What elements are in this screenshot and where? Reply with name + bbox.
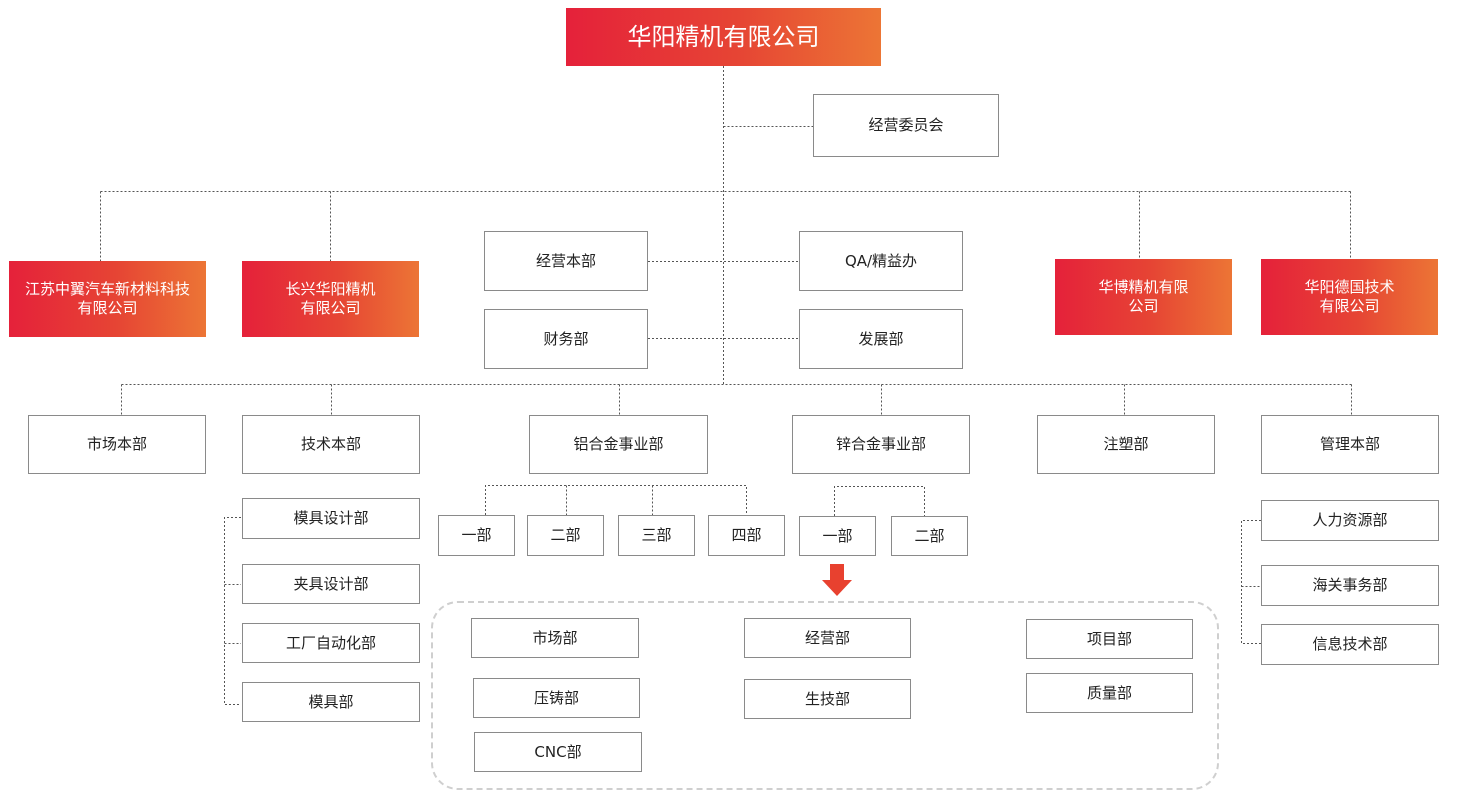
- committee-node: 经营委员会: [813, 94, 999, 157]
- zinc-division-node: 锌合金事业部: [792, 415, 970, 474]
- injection-molding-node: 注塑部: [1037, 415, 1215, 474]
- aluminum-unit-4: 四部: [708, 515, 785, 556]
- aluminum-division-node: 铝合金事业部: [529, 415, 708, 474]
- tech-hq-node: 技术本部: [242, 415, 420, 474]
- subsidiary-node-jiangsu: 江苏中翼汽车新材料科技 有限公司: [9, 261, 206, 337]
- management-hq-node: 经营本部: [484, 231, 648, 291]
- development-dept-node: 发展部: [799, 309, 963, 369]
- mold-dept-node: 模具部: [242, 682, 420, 722]
- admin-hq-node: 管理本部: [1261, 415, 1439, 474]
- die-casting-dept-node: 压铸部: [473, 678, 640, 718]
- finance-dept-node: 财务部: [484, 309, 648, 369]
- cnc-dept-node: CNC部: [474, 732, 642, 772]
- aluminum-unit-1: 一部: [438, 515, 515, 556]
- hr-dept-node: 人力资源部: [1261, 500, 1439, 541]
- quality-dept-node: 质量部: [1026, 673, 1193, 713]
- production-tech-dept-node: 生技部: [744, 679, 911, 719]
- aluminum-unit-2: 二部: [527, 515, 604, 556]
- zinc-unit-1: 一部: [799, 516, 876, 556]
- operations-dept-node: 经营部: [744, 618, 911, 658]
- project-dept-node: 项目部: [1026, 619, 1193, 659]
- qa-lean-office-node: QA/精益办: [799, 231, 963, 291]
- fixture-design-dept-node: 夹具设计部: [242, 564, 420, 604]
- subsidiary-node-huabo: 华博精机有限 公司: [1055, 259, 1232, 335]
- zinc-unit-2: 二部: [891, 516, 968, 556]
- subsidiary-node-germany: 华阳德国技术 有限公司: [1261, 259, 1438, 335]
- factory-automation-dept-node: 工厂自动化部: [242, 623, 420, 663]
- customs-affairs-dept-node: 海关事务部: [1261, 565, 1439, 606]
- market-dept-node: 市场部: [471, 618, 639, 658]
- company-root-node: 华阳精机有限公司: [566, 8, 881, 66]
- aluminum-unit-3: 三部: [618, 515, 695, 556]
- mold-design-dept-node: 模具设计部: [242, 498, 420, 539]
- it-dept-node: 信息技术部: [1261, 624, 1439, 665]
- sub-department-group: [431, 601, 1219, 790]
- market-hq-node: 市场本部: [28, 415, 206, 474]
- subsidiary-node-changxing: 长兴华阳精机 有限公司: [242, 261, 419, 337]
- down-arrow-icon: [822, 564, 852, 596]
